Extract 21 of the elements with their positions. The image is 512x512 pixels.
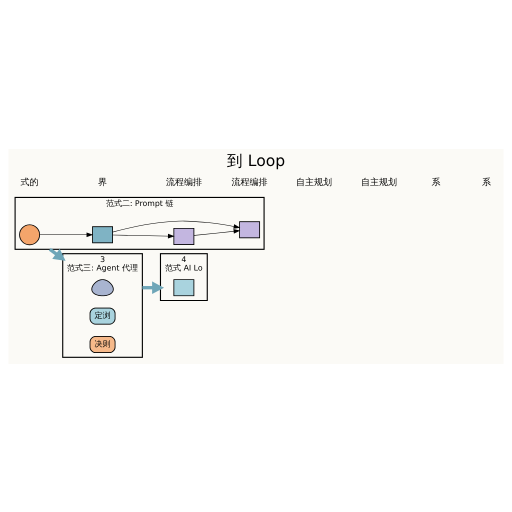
arrow: [112, 233, 175, 238]
label: 自主规划: [360, 178, 397, 188]
label: 流程编排: [232, 178, 268, 188]
label: 流程编排: [166, 178, 202, 188]
label: 界: [98, 178, 108, 188]
label: 系: [432, 178, 441, 188]
arrow: [112, 220, 240, 232]
node-circle: [19, 224, 40, 245]
node-person: [91, 278, 114, 296]
node-box: [239, 220, 260, 238]
label: 式的: [20, 178, 39, 188]
arrow: [39, 232, 94, 237]
arrow: [194, 228, 240, 236]
label: 系: [482, 178, 491, 188]
node-box: [173, 227, 194, 244]
node-box: [173, 278, 194, 296]
diagram-title: 到 Loop: [226, 151, 286, 170]
node-box: [92, 226, 113, 243]
arrow: [142, 280, 164, 294]
label: 自主规划: [296, 178, 332, 188]
arrow: [48, 247, 66, 260]
